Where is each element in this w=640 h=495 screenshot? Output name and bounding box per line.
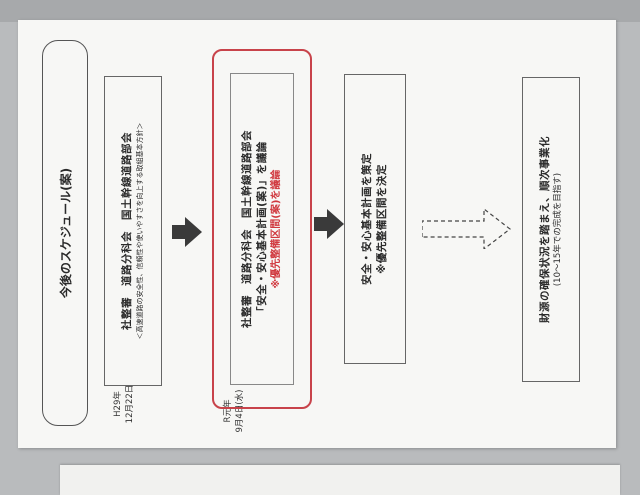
- arrow-down-1-icon: [172, 217, 202, 247]
- date-1-year: H29年: [113, 391, 123, 417]
- step-2-subtitle: 「安全・安心基本計画(案)」を議論: [256, 141, 268, 317]
- dashed-arrow-down-icon: [422, 209, 511, 249]
- arrow-down-2-icon: [314, 209, 344, 239]
- step-3-title: 安全・安心基本計画を策定: [361, 153, 373, 285]
- step-box-4: 財源の確保状況を踏まえ、順次事業化 (10～15年での完成を目指す): [522, 77, 580, 382]
- step-1-title: 社整審 道路分科会 国土幹線道路部会: [121, 132, 133, 330]
- step-2-inner-frame: 社整審 道路分科会 国土幹線道路部会 「安全・安心基本計画(案)」を議論 ※優先…: [230, 73, 294, 385]
- step-2-title: 社整審 道路分科会 国土幹線道路部会: [241, 130, 253, 328]
- date-1-day: 12月22日: [125, 384, 135, 424]
- schedule-diagram: 今後のスケジュール(案) H29年 12月22日 社整審 道路分科会 国土幹線道…: [22, 24, 612, 444]
- step-2-note: ※優先整備区間(案)を議論: [271, 169, 282, 289]
- page-title: 今後のスケジュール(案): [58, 167, 73, 299]
- title-box: 今後のスケジュール(案): [42, 40, 88, 426]
- step-4-title: 財源の確保状況を踏まえ、順次事業化: [539, 136, 551, 323]
- step-box-1: 社整審 道路分科会 国土幹線道路部会 ＜高速道路の安全性、信頼性や使いやすさを向…: [104, 76, 162, 386]
- step-3-note: ※優先整備区間を決定: [376, 164, 388, 274]
- next-page-edge: [60, 465, 620, 495]
- date-label-1: H29年 12月22日: [112, 382, 136, 426]
- background-top: [0, 0, 640, 22]
- step-1-subtitle: ＜高速道路の安全性、信頼性や使いやすさを向上する取組基本方針＞: [136, 122, 144, 340]
- step-box-3: 安全・安心基本計画を策定 ※優先整備区間を決定: [344, 74, 406, 364]
- step-box-2-highlighted: 社整審 道路分科会 国土幹線道路部会 「安全・安心基本計画(案)」を議論 ※優先…: [212, 49, 312, 409]
- step-4-subtitle: (10～15年での完成を目指す): [553, 172, 563, 287]
- document-page: 今後のスケジュール(案) H29年 12月22日 社整審 道路分科会 国土幹線道…: [18, 20, 616, 448]
